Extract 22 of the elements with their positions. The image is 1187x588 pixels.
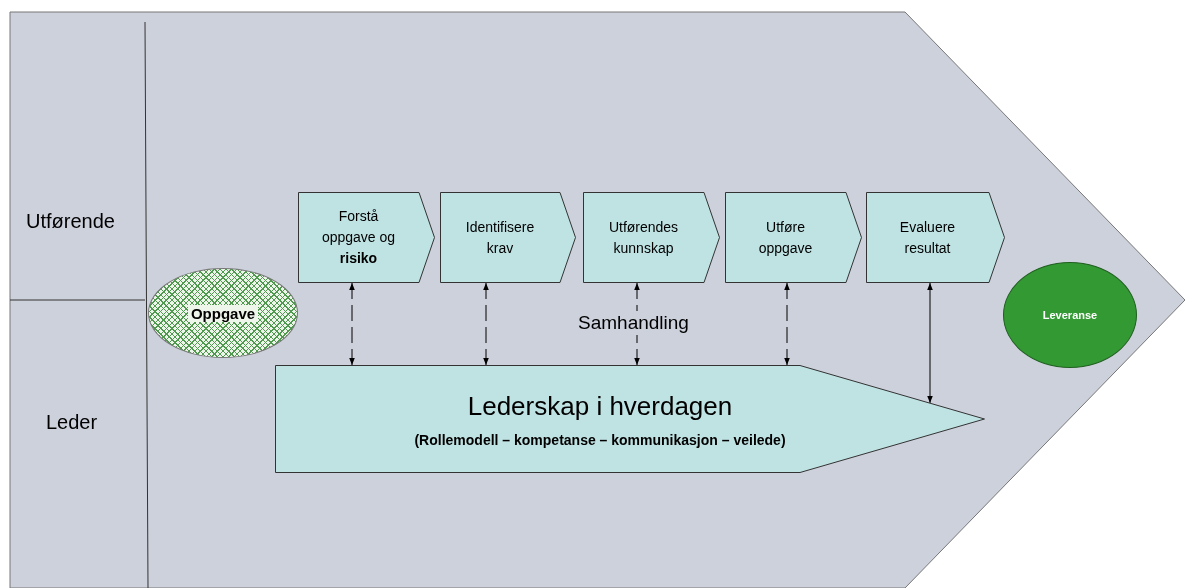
double-arrow (483, 282, 489, 366)
arrow-title: Lederskap i hverdagen (467, 390, 733, 422)
row-label: Leder (46, 411, 98, 434)
step-label: Utførendes kunnskap (607, 217, 680, 258)
double-arrow (634, 282, 640, 366)
step-label: Evaluere resultat (898, 217, 957, 258)
step-label: Utføre oppgave (757, 217, 814, 258)
double-arrow (349, 282, 355, 366)
leadership-arrow (275, 365, 985, 473)
step-label: Identifisere krav (464, 217, 536, 258)
double-arrow (927, 282, 933, 404)
process-step (440, 192, 576, 283)
step-label: Forstå oppgave og risiko (320, 207, 397, 268)
task-label: Oppgave (187, 304, 259, 322)
delivery-label: Leveranse (1042, 309, 1098, 321)
double-arrow (784, 282, 790, 366)
process-step (866, 192, 1005, 283)
process-step (725, 192, 862, 283)
row-label: Utførende (26, 210, 115, 233)
process-step (298, 192, 435, 283)
process-step (583, 192, 720, 283)
arrow-subtitle: (Rollemodell – kompetanse – kommunikasjon – veilede) (414, 431, 786, 448)
